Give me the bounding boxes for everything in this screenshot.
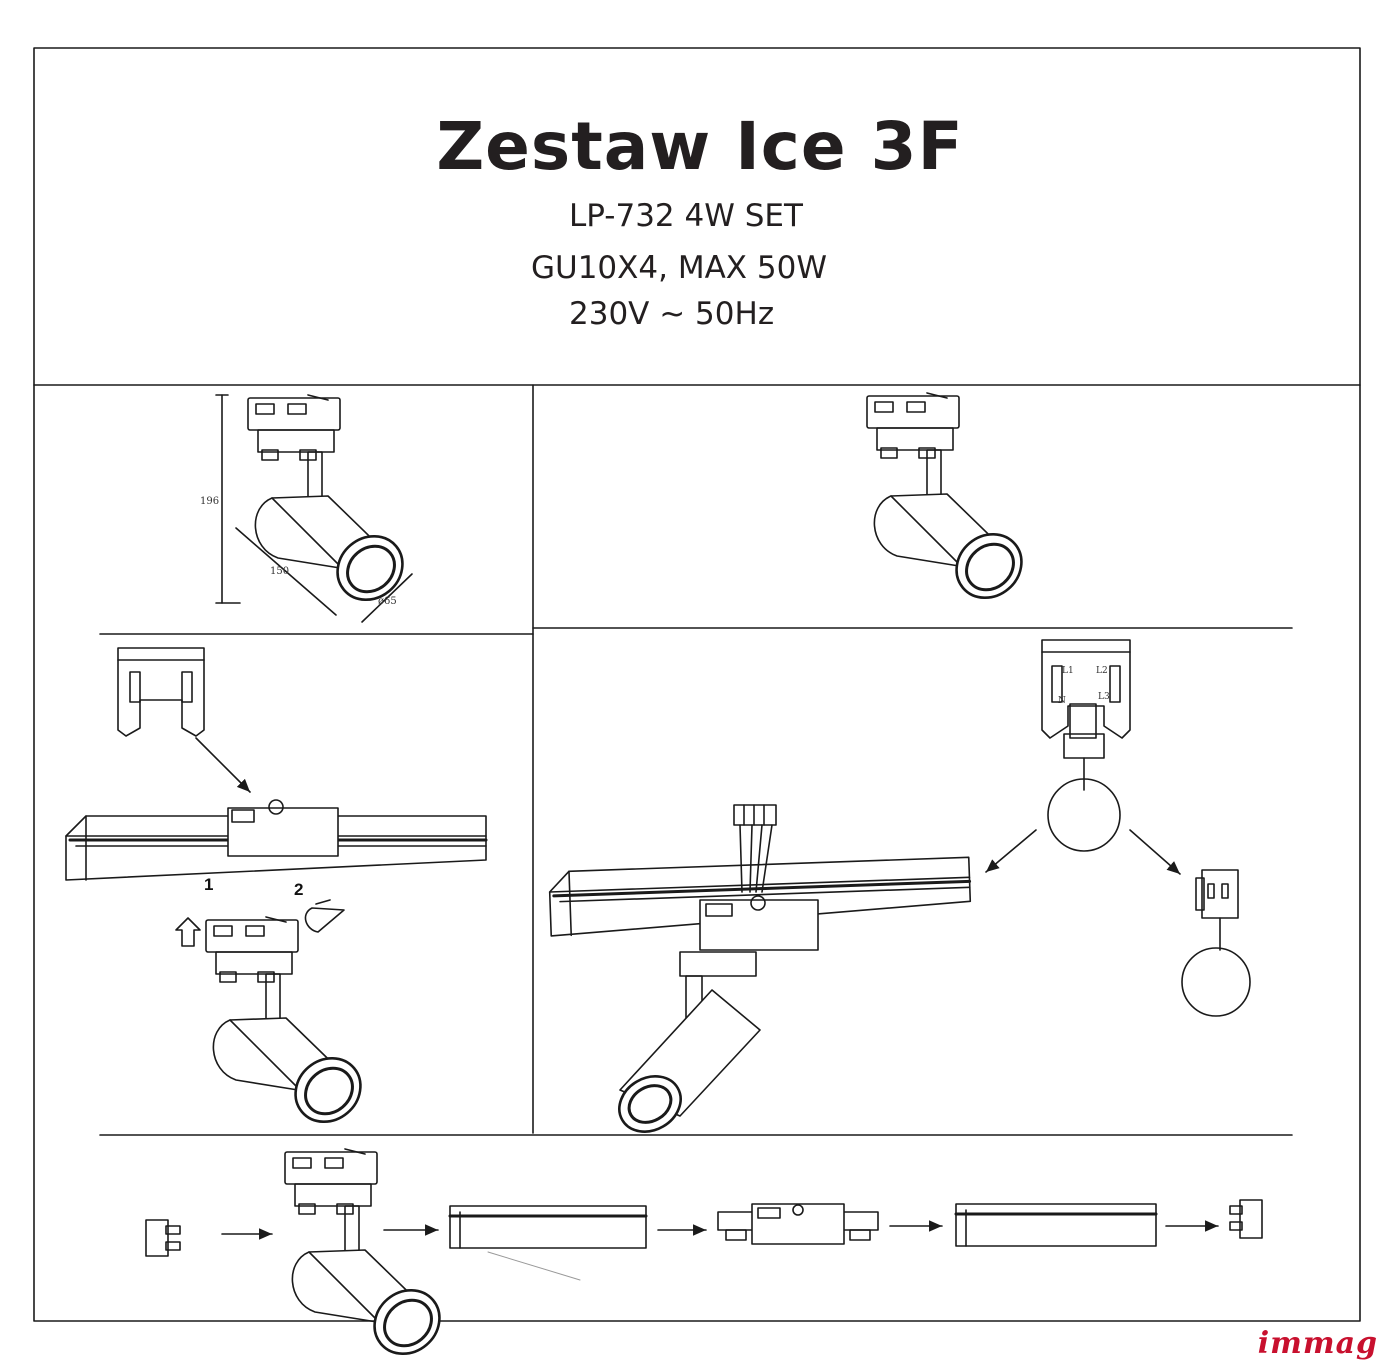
- dimensioned-spotlight: [215, 393, 417, 623]
- phase-l3: L3: [1098, 692, 1110, 702]
- track-profile-d: [1041, 639, 1131, 852]
- track-rail-d: [547, 804, 973, 951]
- straight-connector: [717, 1203, 879, 1245]
- spotlight-hung: [618, 951, 761, 1133]
- track-rail-c: [64, 799, 488, 882]
- step-1-label: 1: [204, 875, 214, 894]
- spotlight-install: [204, 915, 375, 1137]
- end-cap-left: [145, 1219, 181, 1257]
- dim-diameter: ø65: [378, 596, 397, 607]
- dim-height: 196: [200, 496, 220, 507]
- spotlight-view: [865, 391, 1036, 613]
- phase-l2: L2: [1096, 666, 1108, 676]
- end-cap-right: [1229, 1199, 1263, 1239]
- track-profile-c: [117, 647, 205, 737]
- spec-power: 230V ~ 50Hz: [569, 296, 775, 332]
- page-title: Zestaw Ice 3F: [436, 108, 964, 185]
- track-segment-1: [448, 1205, 648, 1281]
- spotlight-sequence: [283, 1147, 454, 1363]
- phase-n: N: [1058, 696, 1066, 706]
- connector-small: [1181, 869, 1251, 1017]
- spec-model: LP-732 4W SET: [569, 198, 803, 234]
- outer-frame: [33, 47, 1361, 1322]
- step-2-label: 2: [294, 880, 304, 899]
- track-segment-2: [954, 1203, 1158, 1247]
- rotate-icon: [304, 899, 345, 933]
- spec-lamps: GU10X4, MAX 50W: [531, 250, 827, 286]
- phase-l1: L1: [1062, 666, 1074, 676]
- brand-logo: immag: [1257, 1326, 1378, 1361]
- dim-length: 150: [270, 566, 290, 577]
- up-arrow-icon: [175, 917, 201, 947]
